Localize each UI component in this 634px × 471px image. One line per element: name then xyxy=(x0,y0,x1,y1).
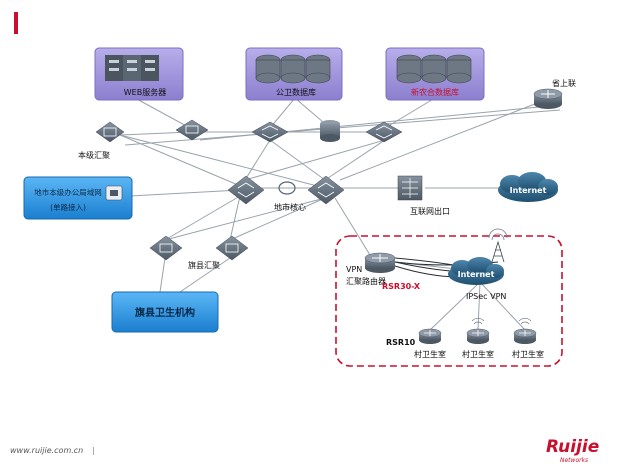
router-icon xyxy=(513,317,537,344)
clinic-label-1: 村卫生室 xyxy=(414,349,446,359)
core-switch-icon xyxy=(227,175,265,205)
internet-label-2: Internet xyxy=(458,270,495,279)
switch-icon xyxy=(95,121,125,143)
city-core-label: 地市核心 xyxy=(274,202,306,212)
brand-subtitle: Networks xyxy=(560,457,588,464)
switch-icon xyxy=(215,235,249,261)
router-icon xyxy=(466,317,490,344)
database-icon xyxy=(396,54,472,84)
internet-label-1: Internet xyxy=(510,186,547,195)
core-link-loop xyxy=(278,181,296,195)
local-aggregation-label: 本级汇聚 xyxy=(78,150,110,160)
vpn-router-label: 汇聚路由器 xyxy=(346,276,386,286)
database-icon xyxy=(255,54,331,84)
storage-icon xyxy=(320,120,340,142)
rsr10-label: RSR10 xyxy=(386,338,416,347)
switch-icon xyxy=(365,121,403,143)
footer-separator: | xyxy=(92,446,95,455)
router-icon xyxy=(364,252,396,273)
county-health-org-label: 旗县卫生机构 xyxy=(135,306,195,319)
clinic-label-2: 村卫生室 xyxy=(462,349,494,359)
switch-icon xyxy=(251,121,289,143)
antenna-tower-icon xyxy=(488,228,508,263)
web-servers-label: WEB服务器 xyxy=(124,87,166,97)
vpn-region-border xyxy=(335,235,563,367)
single-access-label: (单路接入) xyxy=(50,202,86,212)
firewall-icon xyxy=(175,119,209,141)
rsr30-label: RSR30-X xyxy=(382,282,421,291)
province-uplink-label: 省上联 xyxy=(552,78,576,88)
core-switch-icon xyxy=(307,175,345,205)
firewall-icon xyxy=(397,175,423,201)
vpn-label: VPN xyxy=(346,265,362,274)
brand-name: Ruijie xyxy=(546,437,599,457)
internet-cloud-icon xyxy=(448,257,504,285)
city-local-office-lan-box xyxy=(23,176,133,220)
ncms-db-label: 新农合数据库 xyxy=(411,87,459,97)
internet-cloud-icon xyxy=(498,172,558,202)
footer-url: www.ruijie.com.cn xyxy=(10,446,83,455)
router-icon xyxy=(418,328,442,344)
city-local-office-lan-label: 地市本级办公局域网 xyxy=(34,187,102,197)
ruijie-logo: Ruijie Networks xyxy=(546,437,599,464)
police-db-label: 公卫数据库 xyxy=(276,87,316,97)
county-aggregation-label: 旗县汇聚 xyxy=(188,260,220,270)
router-icon xyxy=(533,88,563,109)
internet-exit-label: 互联网出口 xyxy=(410,206,450,216)
pc-icon xyxy=(105,185,123,201)
clinic-label-3: 村卫生室 xyxy=(512,349,544,359)
county-health-org-box xyxy=(111,291,219,333)
server-icon xyxy=(105,55,159,81)
accent-bar xyxy=(14,12,18,34)
ipsec-vpn-label: IPSec VPN xyxy=(466,292,506,301)
switch-icon xyxy=(149,235,183,261)
